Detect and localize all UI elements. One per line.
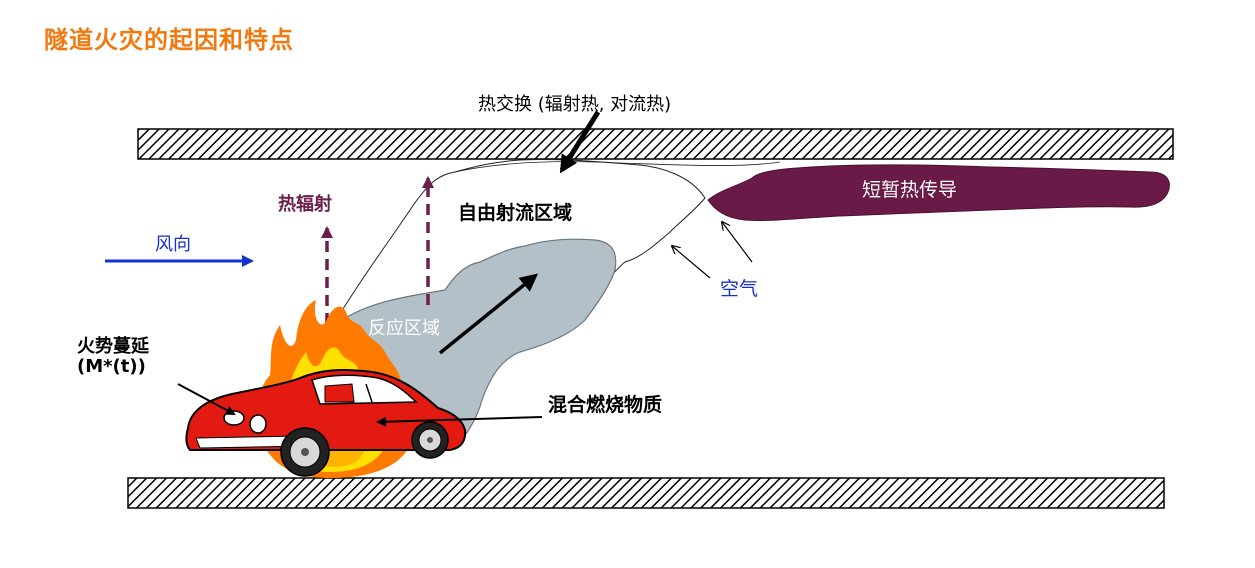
free-jet-zone-label: 自由射流区域 bbox=[458, 202, 573, 224]
air-arrow-2 bbox=[722, 222, 753, 263]
short-heat-conduction-label: 短暂热传导 bbox=[862, 179, 958, 201]
tunnel-floor bbox=[127, 477, 1165, 509]
tunnel-ceiling bbox=[137, 128, 1174, 160]
fire-spread-pointer bbox=[177, 383, 236, 415]
page-title: 隧道火灾的起因和特点 bbox=[44, 26, 294, 54]
air-arrow-1 bbox=[672, 246, 711, 279]
mixed-fuel-pointer bbox=[376, 416, 543, 427]
heat-exchange-arrow bbox=[559, 110, 601, 174]
reaction-flow-arrow bbox=[438, 273, 539, 355]
wind-direction-label: 风向 bbox=[155, 234, 191, 255]
fire-spread-formula: (M*(t)) bbox=[77, 356, 146, 377]
fire-spread-label: 火势蔓延 bbox=[77, 336, 149, 357]
air-label: 空气 bbox=[720, 278, 759, 300]
heat-radiation-label: 热辐射 bbox=[278, 194, 332, 215]
reaction-zone-label: 反应区域 bbox=[368, 318, 440, 339]
burning-car bbox=[185, 369, 467, 477]
plume-ceiling-edge bbox=[454, 161, 781, 173]
mixed-fuel-label: 混合燃烧物质 bbox=[548, 394, 663, 416]
heat-exchange-label: 热交换 (辐射热, 对流热) bbox=[478, 94, 672, 115]
heat-conduction-zone bbox=[707, 164, 1170, 222]
